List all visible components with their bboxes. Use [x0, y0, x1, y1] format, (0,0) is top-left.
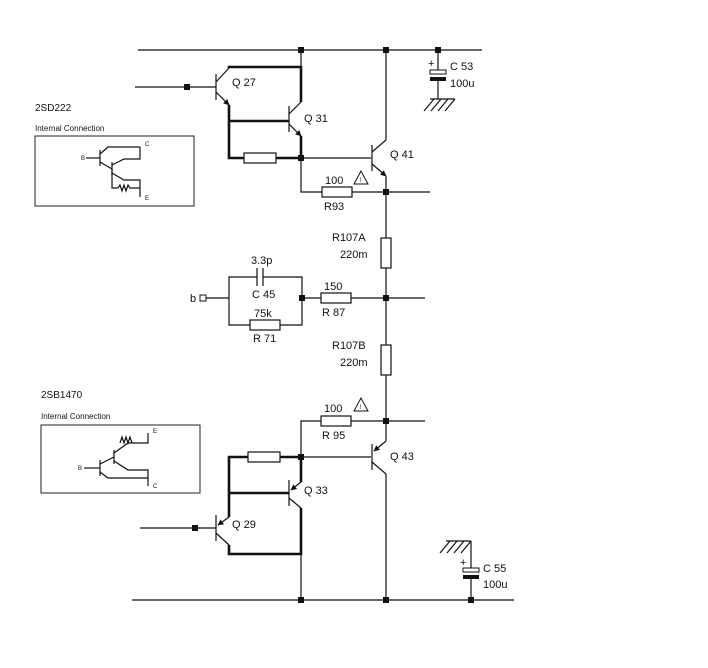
value-c53: 100u	[450, 78, 474, 90]
resistor-bottom-bias	[247, 451, 281, 463]
transistor-q43: Q 43	[371, 440, 414, 475]
inset-top-part: 2SD222	[35, 103, 72, 114]
inset-bottom-caption: Internal Connection	[41, 412, 110, 421]
label-q27: Q 27	[232, 77, 256, 89]
value-c55: 100u	[483, 579, 507, 591]
svg-text:!: !	[360, 405, 362, 411]
value-r71: 75k	[254, 308, 272, 320]
svg-text:B: B	[78, 466, 82, 472]
svg-text:C: C	[153, 484, 158, 490]
svg-text:!: !	[360, 178, 362, 184]
inset-2sb1470: 2SB1470 Internal Connection B E C	[40, 390, 201, 494]
capacitor-c53: + C 53 100u	[428, 50, 474, 99]
resistor-r107b: R107B 220m	[332, 340, 392, 441]
value-r107b: 220m	[340, 357, 368, 369]
top-rail	[138, 47, 482, 53]
label-q41: Q 41	[390, 149, 414, 161]
terminal-b-label: b	[190, 293, 196, 305]
bottom-rail	[132, 597, 514, 603]
value-c45: 3.3p	[251, 255, 272, 267]
transistor-q33: Q 33	[288, 480, 328, 509]
label-q31: Q 31	[304, 113, 328, 125]
value-r107a: 220m	[340, 249, 368, 261]
label-q33: Q 33	[304, 485, 328, 497]
inset-top-caption: Internal Connection	[35, 124, 104, 133]
resistor-r93: 100 R93	[321, 175, 430, 213]
capacitor-c55: + C 55 100u	[460, 541, 507, 600]
bottom-darlington-wiring	[227, 451, 304, 556]
input-b-network: b 3.3p C 45 75k R 71 150 R 87	[190, 255, 425, 345]
resistor-r107a: R107A 220m	[332, 232, 392, 345]
name-r107a: R107A	[332, 232, 366, 244]
name-c55: C 55	[483, 563, 506, 575]
name-r93: R93	[324, 201, 344, 213]
inset-2sd222: 2SD222 Internal Connection B C E	[34, 103, 195, 207]
warning-icon: !	[353, 396, 369, 412]
svg-text:C: C	[145, 142, 150, 148]
warning-icon: !	[353, 169, 369, 185]
transistor-q27: Q 27	[135, 67, 256, 106]
transistor-q31: Q 31	[288, 101, 328, 137]
inset-bottom-part: 2SB1470	[41, 390, 83, 401]
name-r95: R 95	[322, 430, 345, 442]
resistor-r95: 100 R 95	[300, 403, 425, 457]
name-c45: C 45	[252, 289, 275, 301]
svg-text:E: E	[153, 429, 157, 435]
name-c53: C 53	[450, 61, 473, 73]
label-q29: Q 29	[232, 519, 256, 531]
svg-text:+: +	[460, 557, 466, 569]
svg-text:B: B	[81, 156, 85, 162]
value-r93: 100	[325, 175, 343, 187]
resistor-top-bias	[243, 152, 277, 164]
transistor-q41: Q 41	[371, 139, 414, 177]
value-r87: 150	[324, 281, 342, 293]
svg-text:E: E	[145, 196, 149, 202]
ground-icon-top	[423, 98, 456, 112]
name-r87: R 87	[322, 307, 345, 319]
label-q43: Q 43	[390, 451, 414, 463]
value-r95: 100	[324, 403, 342, 415]
ground-icon-bottom	[439, 540, 472, 554]
transistor-q29: Q 29	[140, 515, 256, 546]
svg-text:+: +	[428, 58, 434, 70]
name-r71: R 71	[253, 333, 276, 345]
name-r107b: R107B	[332, 340, 366, 352]
